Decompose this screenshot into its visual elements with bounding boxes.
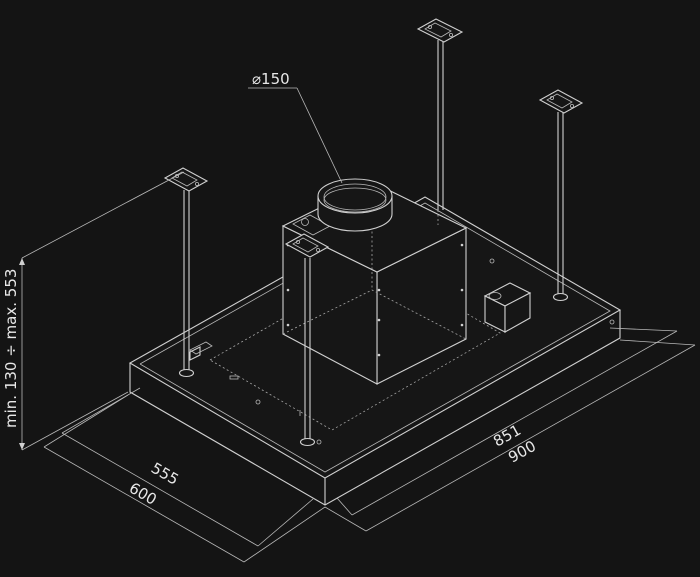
duct-collar	[317, 178, 393, 232]
suspension-rod-front-center	[284, 233, 330, 447]
control-box	[483, 282, 532, 333]
inner-depth-label: 555	[148, 459, 182, 489]
suspension-rod-back-right	[538, 89, 584, 302]
suspension-rod-front-left	[163, 167, 209, 378]
duct-diameter-label: ⌀150	[252, 70, 290, 88]
height-range-label: min. 130 ÷ max. 553	[2, 269, 20, 428]
dimension-lines	[19, 87, 696, 563]
canopy-details	[189, 258, 615, 445]
suspension-rod-back-left	[416, 18, 464, 225]
